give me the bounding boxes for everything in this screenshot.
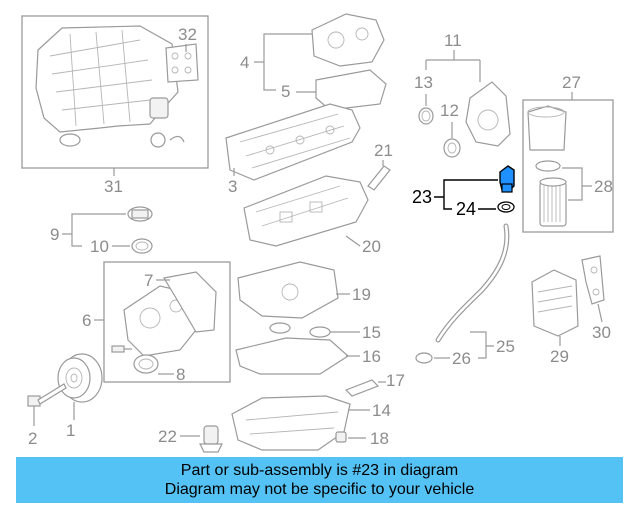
drain-plug-part xyxy=(335,431,347,443)
filter-element-part xyxy=(539,177,567,227)
timing-cover-gasket-part xyxy=(163,271,217,333)
group-box-timing-cover xyxy=(103,261,231,383)
callout-19: 19 xyxy=(352,285,371,304)
dipstick-tube-part xyxy=(415,223,510,364)
callout-16: 16 xyxy=(362,347,381,366)
cam-cover-top-part xyxy=(311,13,385,67)
callout-22: 22 xyxy=(158,427,177,446)
manifold-gasket-part xyxy=(165,43,199,83)
callout-5: 5 xyxy=(281,82,290,101)
callout-17: 17 xyxy=(386,371,405,390)
callout-23[interactable]: 23 xyxy=(412,187,432,207)
callout-28: 28 xyxy=(594,177,613,196)
strip-part-21 xyxy=(367,165,391,191)
o-ring-part-15 xyxy=(269,322,331,338)
banner-line-2: Diagram may not be specific to your vehi… xyxy=(164,481,475,498)
seal-part-24 xyxy=(497,201,515,213)
callout-8: 8 xyxy=(176,365,185,384)
callout-31: 31 xyxy=(104,177,123,196)
sensor-part-22 xyxy=(199,425,223,453)
oil-pan-gasket-part xyxy=(235,337,349,375)
seal-part-8 xyxy=(133,354,159,374)
callout-29: 29 xyxy=(550,347,569,366)
callout-7: 7 xyxy=(144,271,153,290)
filler-cap-part xyxy=(127,206,153,222)
callout-13: 13 xyxy=(414,73,433,92)
callout-26: 26 xyxy=(452,349,471,368)
callout-20: 20 xyxy=(362,237,381,256)
bolt-part-6 xyxy=(111,345,132,353)
callout-24: 24 xyxy=(456,199,476,219)
info-banner: Part or sub-assembly is #23 in diagram D… xyxy=(16,457,623,503)
pulley-bolt-part xyxy=(27,383,67,407)
callout-10: 10 xyxy=(90,237,109,256)
callout-18: 18 xyxy=(370,429,389,448)
cylinder-block-part xyxy=(243,175,369,247)
callout-30: 30 xyxy=(592,323,611,342)
front-cover-part xyxy=(465,81,511,147)
cap-part-13 xyxy=(418,107,434,125)
callout-4: 4 xyxy=(240,53,249,72)
callout-32: 32 xyxy=(178,25,197,44)
callout-1: 1 xyxy=(66,421,75,440)
callout-21: 21 xyxy=(374,141,393,160)
callout-9: 9 xyxy=(50,225,59,244)
cam-cover-gasket-part xyxy=(315,69,387,111)
cylinder-head-part xyxy=(225,103,361,181)
callout-25: 25 xyxy=(496,337,515,356)
callout-6: 6 xyxy=(82,311,91,330)
banner-line-1: Part or sub-assembly is #23 in diagram xyxy=(180,462,459,479)
highlighted-part-23[interactable] xyxy=(499,165,515,193)
bracket-part-30 xyxy=(581,255,605,305)
strip-part-17 xyxy=(344,379,380,397)
oil-filter-housing-part xyxy=(527,105,567,151)
callout-15: 15 xyxy=(362,323,381,342)
callout-2: 2 xyxy=(28,429,37,448)
group-box-intake-manifold xyxy=(21,15,209,169)
cap-seal-part xyxy=(131,238,153,254)
seal-part-12 xyxy=(443,138,461,158)
callout-12: 12 xyxy=(440,101,459,120)
intake-manifold-part xyxy=(35,25,185,148)
callout-27: 27 xyxy=(562,73,581,92)
group-box-oil-filter xyxy=(522,99,614,233)
oil-cooler-part xyxy=(531,269,579,337)
filter-seal-part xyxy=(535,160,561,172)
parts-diagram: 32 31 4 5 3 20 21 19 15 xyxy=(21,13,614,453)
windage-tray-part xyxy=(237,261,339,319)
callout-3: 3 xyxy=(228,177,237,196)
oil-pan-part xyxy=(231,395,351,451)
callout-14: 14 xyxy=(372,401,391,420)
crankshaft-pulley-part xyxy=(57,353,103,403)
callout-11: 11 xyxy=(444,31,462,50)
